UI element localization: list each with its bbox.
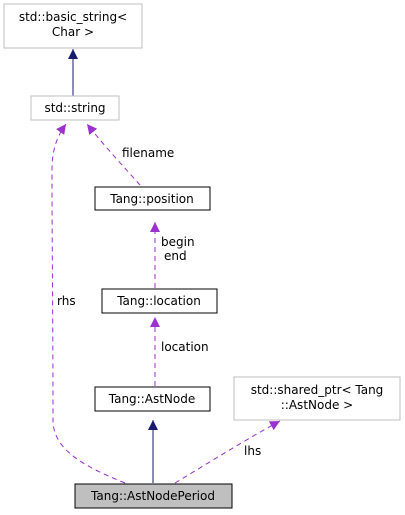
node-basic-string-line1: std::basic_string<	[19, 10, 127, 24]
node-shared-ptr-line2: ::AstNode >	[281, 398, 353, 412]
usage-edge-rhs	[51, 123, 126, 484]
edge-label-end: end	[164, 249, 187, 263]
edge-label-filename: filename	[122, 146, 174, 160]
edges	[51, 49, 281, 484]
node-string-label: std::string	[44, 101, 105, 115]
node-basic-string-line2: Char >	[52, 25, 94, 39]
edge-label-lhs: lhs	[244, 444, 261, 458]
node-shared-ptr[interactable]: std::shared_ptr< Tang ::AstNode >	[233, 376, 401, 421]
edge-labels: filename begin end location rhs lhs	[57, 146, 261, 458]
usage-edge-filename	[86, 123, 141, 186]
node-string[interactable]: std::string	[30, 95, 120, 121]
node-location-label: Tang::location	[116, 294, 201, 308]
node-astnode[interactable]: Tang::AstNode	[94, 386, 211, 412]
node-astnodeperiod[interactable]: Tang::AstNodePeriod	[74, 483, 233, 509]
node-location[interactable]: Tang::location	[101, 288, 218, 314]
node-astnodeperiod-label: Tang::AstNodePeriod	[90, 489, 215, 503]
edge-label-location: location	[161, 340, 209, 354]
node-shared-ptr-line1: std::shared_ptr< Tang	[251, 383, 384, 397]
node-astnode-label: Tang::AstNode	[108, 392, 196, 406]
node-position[interactable]: Tang::position	[94, 186, 211, 211]
usage-edge-lhs	[174, 420, 281, 484]
edge-label-rhs: rhs	[57, 294, 76, 308]
edge-label-begin: begin	[161, 235, 195, 249]
node-position-label: Tang::position	[109, 192, 194, 206]
node-basic-string[interactable]: std::basic_string< Char >	[3, 3, 143, 49]
